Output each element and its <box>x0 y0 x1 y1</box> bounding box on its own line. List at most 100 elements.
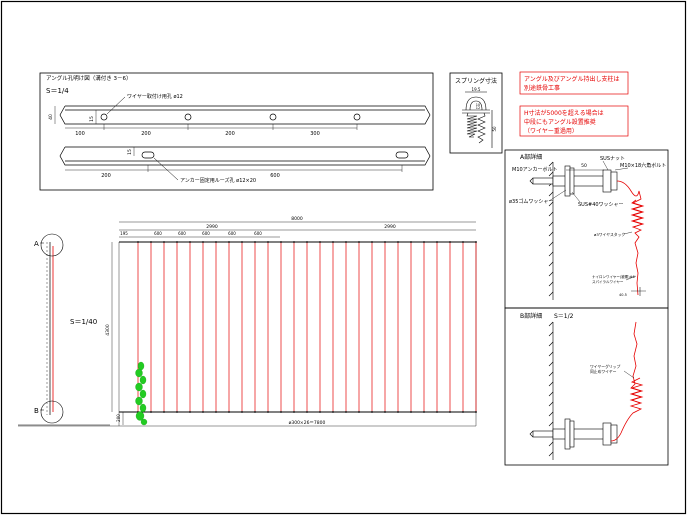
wire-anchor-point <box>384 411 386 413</box>
spring-drawing <box>462 91 493 148</box>
spring-wire <box>616 180 645 296</box>
anchor-slots <box>141 151 409 159</box>
detail-a-panel: A部詳細 SUSナット M10アンカーボルト M10×18六角ボルト 50 ø3… <box>504 149 669 309</box>
wire-anchor-point <box>345 411 347 413</box>
front-elevation: 8000 2990 2990 195 600 600 600 600 600 4… <box>18 216 477 427</box>
wire-anchor-point <box>280 241 282 243</box>
dim-text: 19.5 <box>472 87 481 92</box>
wire-anchor-point <box>462 411 464 413</box>
wire-anchor-point <box>475 411 477 413</box>
spring-label-1: ナイロンワイヤー(被覆)#6 <box>592 274 635 279</box>
dim-right: 2990 <box>384 224 396 230</box>
label-a: A <box>34 240 39 248</box>
wire-anchor-point <box>293 241 295 243</box>
grip-label-2: 同止めワイヤー <box>590 369 617 374</box>
dim-left: 2990 <box>206 224 218 230</box>
circle-b <box>40 400 64 424</box>
wire-anchor-point <box>293 411 295 413</box>
note-2-line-1: H寸法が5000を超える場合は <box>524 109 604 117</box>
label-b: B <box>34 407 39 415</box>
wire-anchor-point <box>436 241 438 243</box>
wire-anchor-point <box>137 241 139 243</box>
wire-anchor-point <box>163 241 165 243</box>
note-2-line-2: 中段にもアングル設置推奨 <box>524 118 596 126</box>
wire-anchor-point <box>202 411 204 413</box>
wire-lines <box>137 241 477 413</box>
wire-anchor-point <box>189 241 191 243</box>
detail-a-frame <box>504 149 669 309</box>
wire-anchor-point <box>267 411 269 413</box>
wire-anchor-point <box>241 411 243 413</box>
wire-hole <box>353 113 361 121</box>
dim-text: 15 <box>89 116 95 122</box>
dim-text: 10 <box>476 103 480 107</box>
notes: アングル及びアングル持出し支柱は 別途鉄骨工事 H寸法が5000を超える場合は … <box>519 71 629 137</box>
spring-title: スプリング寸法 <box>455 77 497 85</box>
wire-anchor-point <box>384 241 386 243</box>
angle-detail-panel: アングル孔明け図（溝付き 3－6） S＝1/4 ワイヤー取付け用孔 ø12 10… <box>39 72 434 191</box>
dim-height: 4300 <box>105 324 111 336</box>
spring-panel: スプリング寸法 19.5 10 12 50 <box>449 72 503 154</box>
spring-frame <box>449 72 503 154</box>
note-1-line-1: アングル及びアングル持出し支柱は <box>524 75 620 83</box>
dim-text: 600 <box>270 173 280 179</box>
spring-label-2: スパイラルワイヤー <box>592 279 624 284</box>
wire-anchor-point <box>150 241 152 243</box>
dim-text: 50 <box>581 163 587 169</box>
dim-spacing: 600 <box>228 231 236 236</box>
wire-grip <box>610 321 644 442</box>
wire-anchor-point <box>462 241 464 243</box>
wire-anchor-point <box>410 411 412 413</box>
dim-text: 200 <box>101 173 111 179</box>
wire-anchor-point <box>228 241 230 243</box>
wire-anchor-point <box>150 411 152 413</box>
wire-anchor-point <box>332 241 334 243</box>
wire-anchor-point <box>319 241 321 243</box>
angle-detail-title: アングル孔明け図（溝付き 3－6） <box>46 74 132 82</box>
wire-hole-label: ワイヤー取付け用孔 ø12 <box>127 93 183 100</box>
wire-anchor-point <box>332 411 334 413</box>
angle-bar-upper <box>59 105 431 125</box>
detail-b-panel: B部詳細 S＝1/2 ワイヤーグリップ 同止めワイヤー <box>504 307 669 466</box>
note-box-2 <box>519 105 629 137</box>
wire-anchor-point <box>371 241 373 243</box>
wire-hole <box>269 113 277 121</box>
wire-anchor-point <box>306 241 308 243</box>
wire-anchor-point <box>410 241 412 243</box>
wire-anchor-point <box>475 241 477 243</box>
angle-lower-dims <box>65 147 403 172</box>
dim-text: 300 <box>310 131 320 137</box>
wire-anchor-point <box>215 241 217 243</box>
dim-spacing: 600 <box>178 231 186 236</box>
note-2-line-3: （ワイヤー重過用） <box>524 127 578 135</box>
angle-upper-dims <box>54 106 358 130</box>
plant-growth <box>135 361 148 426</box>
anchor-slot-leader <box>153 157 179 181</box>
dim-spacing: 600 <box>154 231 162 236</box>
wire-anchor-point <box>267 241 269 243</box>
wire-anchor-point <box>215 411 217 413</box>
wire-anchor-point <box>241 241 243 243</box>
wire-anchor-point <box>319 411 321 413</box>
detail-b-scale: S＝1/2 <box>554 313 574 320</box>
detail-b-title: B部詳細 <box>520 312 542 320</box>
dim-total: 8000 <box>291 216 303 222</box>
wire-anchor-point <box>228 411 230 413</box>
dim-text: 200 <box>225 131 235 137</box>
wire-anchor-point <box>280 411 282 413</box>
anchor-slot <box>395 151 409 159</box>
wire-anchor-point <box>449 411 451 413</box>
wire-anchor-point <box>371 411 373 413</box>
detail-a-title: A部詳細 <box>520 153 542 161</box>
wire-anchor-point <box>306 411 308 413</box>
angle-bar-lower <box>59 146 431 166</box>
circle-a <box>40 233 64 257</box>
dim-bottom: ø300×26＝7800 <box>289 420 326 426</box>
dim-text: 40 <box>48 114 54 120</box>
wire-anchor-point <box>189 411 191 413</box>
wire-anchor-point <box>254 411 256 413</box>
detail-b-frame <box>504 307 669 466</box>
wire-hole <box>184 113 192 121</box>
